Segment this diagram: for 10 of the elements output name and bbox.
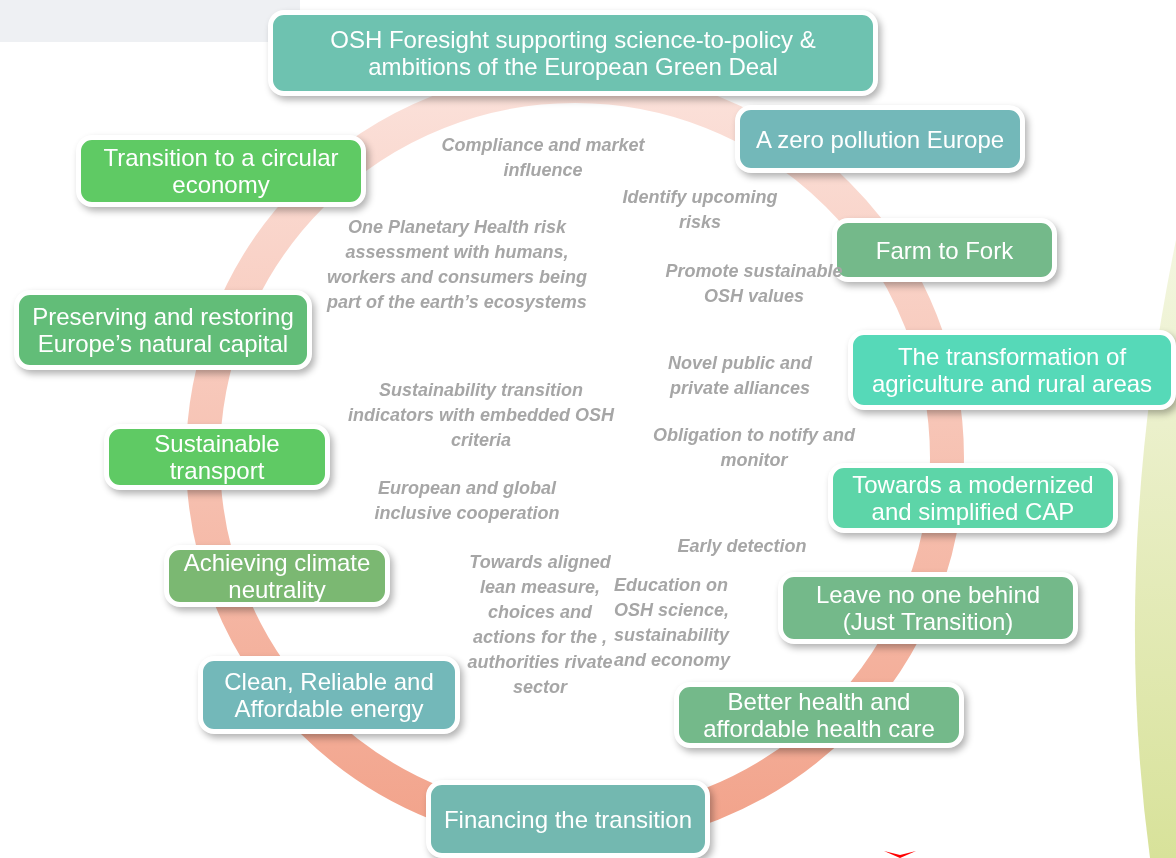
note-text: Sustainability transition indicators with embedded OSH criteria (346, 379, 616, 452)
note-text: Early detection (676, 535, 808, 558)
note-text: Promote sustainable OSH values (664, 260, 844, 308)
note-text: Education on OSH science, sustainability and economy (614, 574, 732, 672)
note-text: Identify upcoming risks (621, 186, 779, 234)
note-text: One Planetary Health risk assessment with humans, workers and consumers being part of the earth’s ecosystems (325, 216, 589, 314)
note-text: Novel public and private alliances (667, 352, 814, 400)
note-text: Compliance and market influence (440, 134, 646, 182)
note-text: Towards aligned lean measure, choices and actions for the , authorities rivate sector (466, 551, 614, 699)
note-text: European and global inclusive cooperation (373, 477, 561, 525)
